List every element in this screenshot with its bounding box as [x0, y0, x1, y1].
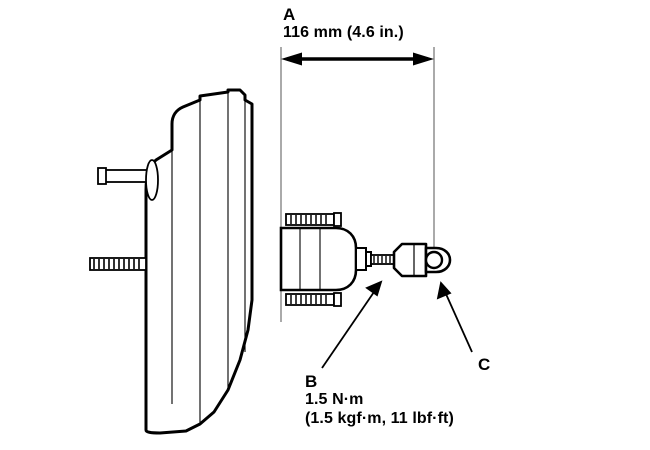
mounting-stud-lower	[285, 292, 342, 307]
torque-spec-alternate: (1.5 kgf·m, 11 lbf·ft)	[305, 410, 454, 427]
rear-housing-ribs	[299, 228, 321, 290]
torque-spec-metric: 1.5 N·m	[305, 391, 364, 408]
arrowhead-left	[281, 52, 302, 66]
clevis-pin-eye	[424, 250, 444, 270]
callout-label-b: B	[305, 372, 318, 391]
leader-arrowhead-b	[365, 280, 383, 297]
leader-line-c	[436, 281, 473, 353]
callout-label-c: C	[478, 355, 491, 374]
pushrod-threads	[373, 256, 391, 263]
mounting-stud-left-threads	[93, 259, 140, 269]
leader-arrowhead-c	[436, 281, 452, 300]
booster-shell-ribs	[171, 92, 246, 424]
lock-nut	[355, 247, 372, 271]
mounting-stud-upper	[285, 212, 342, 227]
vacuum-port-pin	[97, 167, 149, 185]
mounting-stud-upper-threads	[290, 215, 327, 224]
vacuum-port-boss	[145, 159, 159, 201]
dimension-arrow-line	[281, 52, 434, 66]
leader-line-b	[321, 280, 383, 369]
dimension-a-value: 116 mm (4.6 in.)	[283, 24, 404, 41]
arrowhead-right	[413, 52, 434, 66]
callout-label-a: A	[283, 5, 296, 24]
rear-housing	[279, 226, 358, 292]
mounting-stud-lower-threads	[290, 295, 327, 304]
booster-shell	[144, 88, 254, 435]
